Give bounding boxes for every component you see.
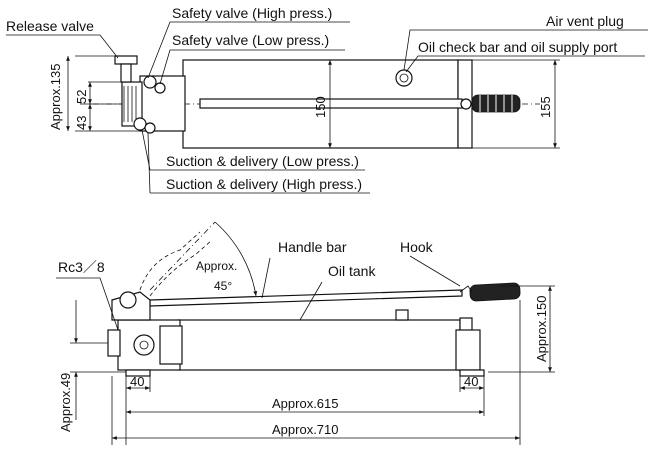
top-handle-bar bbox=[199, 98, 463, 109]
top-safety-valve-high bbox=[143, 75, 157, 89]
leader-hook bbox=[409, 255, 461, 287]
leader-oil-tank bbox=[299, 281, 323, 321]
top-safety-valve-low bbox=[154, 82, 166, 94]
label-oil-check-bar: Oil check bar and oil supply port bbox=[418, 39, 617, 55]
dim-top-52: 52 bbox=[74, 90, 89, 104]
side-handle-bar bbox=[149, 289, 463, 307]
leader-safety-low bbox=[159, 49, 345, 85]
label-handle-bar: Handle bar bbox=[278, 239, 347, 255]
leader-release-valve bbox=[6, 34, 119, 59]
dim-top-155: 155 bbox=[538, 96, 553, 118]
top-suction-high bbox=[144, 122, 156, 134]
dim-side-40-right: 40 bbox=[464, 374, 478, 389]
label-rc: Rc3／8 bbox=[58, 259, 105, 275]
label-oil-tank: Oil tank bbox=[328, 263, 376, 279]
leader-oil-check bbox=[405, 55, 645, 73]
label-safety-valve-low: Safety valve (Low press.) bbox=[172, 32, 329, 48]
dim-top-43: 43 bbox=[74, 116, 89, 130]
label-suction-low: Suction & delivery (Low press.) bbox=[166, 153, 359, 169]
top-suction-low bbox=[133, 117, 147, 131]
label-release-valve: Release valve bbox=[6, 18, 94, 34]
dim-top-150: 150 bbox=[313, 96, 328, 118]
side-handle-grip bbox=[469, 282, 521, 302]
label-air-vent-plug: Air vent plug bbox=[546, 13, 624, 29]
side-view bbox=[56, 221, 555, 445]
handle-raised-position bbox=[149, 221, 216, 291]
dim-top-approx-135: Approx.135 bbox=[48, 64, 63, 131]
side-oil-tank bbox=[177, 319, 461, 371]
top-air-vent-plug bbox=[395, 69, 413, 87]
dim-side-approx-710: Approx.710 bbox=[272, 422, 339, 437]
label-suction-high: Suction & delivery (High press.) bbox=[166, 176, 362, 192]
leader-suction-high bbox=[147, 132, 151, 194]
top-release-valve bbox=[114, 55, 138, 65]
leader-safety-high bbox=[147, 21, 350, 79]
dim-side-40-left: 40 bbox=[130, 374, 144, 389]
dim-side-approx-49: Approx.49 bbox=[58, 373, 73, 432]
leader-handle-bar bbox=[261, 257, 271, 299]
leader-air-vent bbox=[403, 29, 648, 71]
dim-side-approx-615: Approx.615 bbox=[272, 396, 339, 411]
leader-rc bbox=[56, 277, 119, 331]
label-safety-valve-high: Safety valve (High press.) bbox=[172, 5, 332, 21]
top-view bbox=[6, 21, 648, 194]
label-hook: Hook bbox=[400, 239, 434, 255]
dim-side-approx-150: Approx.150 bbox=[534, 296, 549, 363]
label-angle-value: 45° bbox=[214, 279, 232, 293]
label-angle: Approx. bbox=[196, 259, 237, 273]
